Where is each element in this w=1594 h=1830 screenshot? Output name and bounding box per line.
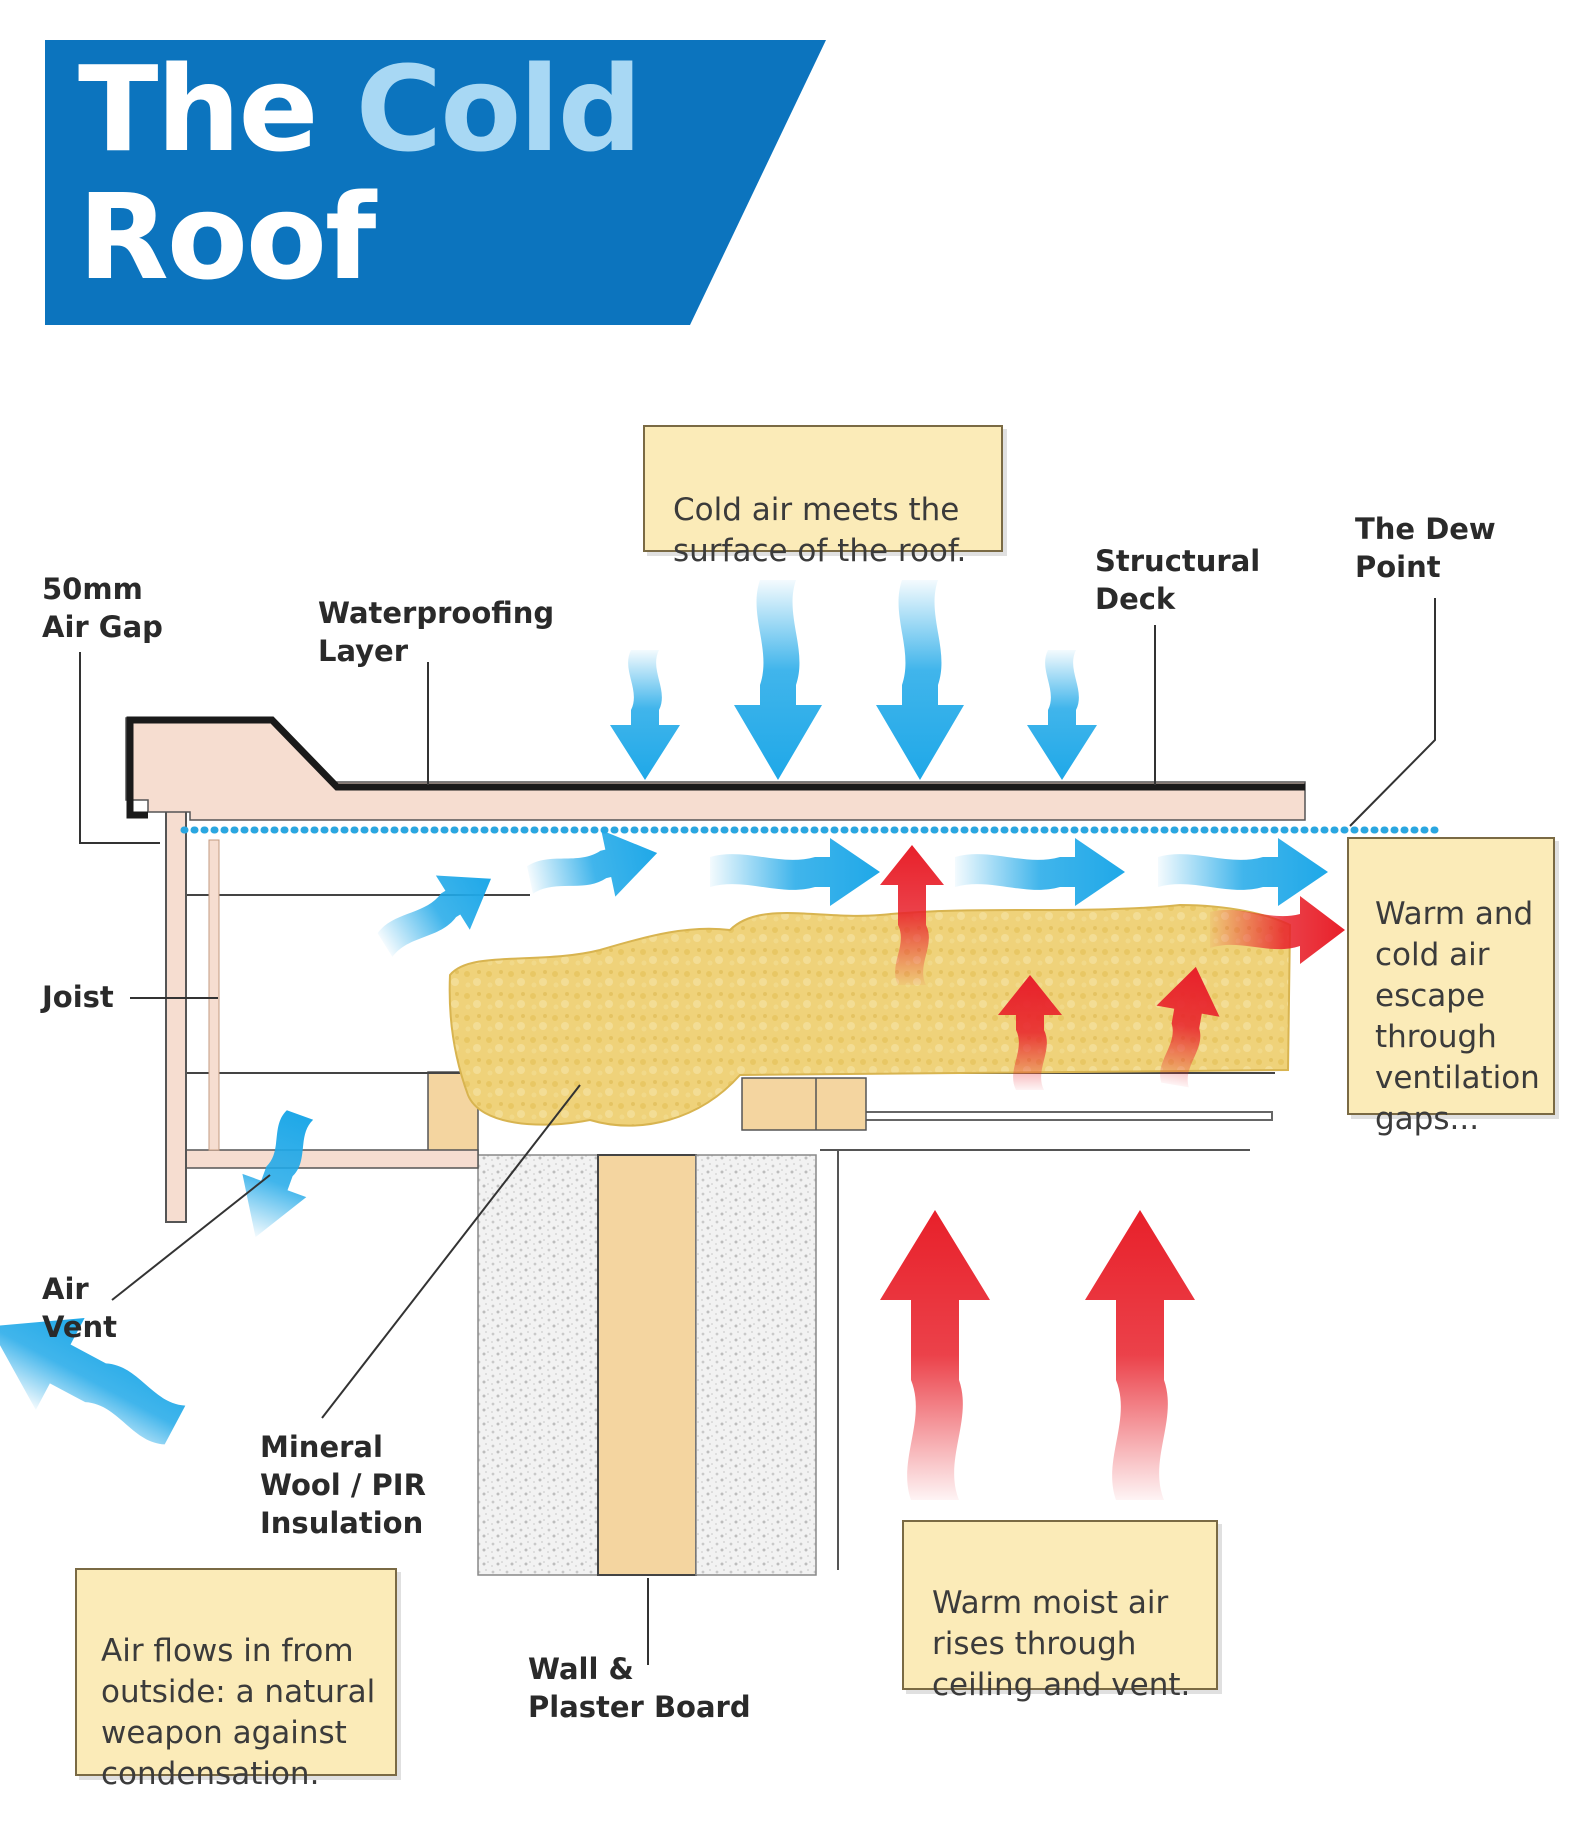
up-arrow-icon [880,1210,990,1500]
callout-escape: Warm and cold air escape through ventila… [1347,837,1555,1137]
insulation-wool [448,903,1292,1127]
title-banner [45,40,826,325]
air-gap-leader [79,652,160,844]
up-arrow-icon [242,1110,314,1238]
waterproofing-layer [126,716,1305,819]
wall-plaster-left [477,1154,599,1576]
title-part2: Roof [78,168,376,306]
down-arrow-icon [610,650,680,780]
right-arrow-icon [377,875,492,957]
callout-air-flows: Air flows in from outside: a natural wea… [75,1568,397,1792]
wall-plaster-right [695,1154,817,1576]
right-arrow-icon [1210,896,1345,964]
leader-lines [79,598,1436,1665]
label-air-vent: Air Vent [42,1272,118,1344]
right-arrow-icon [710,838,880,906]
ceiling-board [819,1111,1273,1121]
timber-block [741,1077,867,1131]
structural-deck [125,717,1306,821]
wall-stud [597,1154,697,1576]
title-accent: Cold [355,40,643,178]
title-part1: The [78,40,319,178]
joist [208,839,220,1151]
callout-escape-text: Warm and cold air escape through ventila… [1375,896,1540,1137]
right-arrow-icon [955,838,1125,906]
label-dew-point: The Dew Point [1355,512,1496,584]
up-arrow-icon [0,1318,186,1445]
up-arrow-icon [998,975,1062,1090]
up-arrow-icon [1085,1210,1195,1500]
down-arrow-icon [876,580,964,780]
dew-point-leader [1349,598,1436,827]
callout-warm-moist-text: Warm moist air rises through ceiling and… [932,1585,1191,1703]
right-arrow-icon [527,830,658,897]
page-title: The Cold Roof [78,45,642,301]
fascia-board [165,751,187,1223]
label-joist: Joist [42,980,114,1014]
right-arrow-icon [1158,838,1328,906]
up-arrow-icon [1156,966,1220,1088]
label-air-gap: 50mm Air Gap [42,572,163,644]
up-arrow-icon [880,845,944,985]
label-insulation: Mineral Wool / PIR Insulation [260,1430,426,1540]
down-arrow-icon [1027,650,1097,780]
insulation-leader [321,1084,581,1419]
air-vent-leader [111,1174,271,1301]
callout-cold-air-text: Cold air meets the surface of the roof. [673,492,967,569]
callout-air-flows-text: Air flows in from outside: a natural wea… [101,1633,376,1792]
label-wall: Wall & Plaster Board [528,1652,751,1724]
wall-plate [185,1149,479,1169]
down-arrow-icon [734,580,822,780]
label-waterproofing: Waterproofing Layer [318,596,555,668]
label-structural-deck: Structural Deck [1095,544,1261,616]
callout-warm-moist: Warm moist air rises through ceiling and… [902,1520,1218,1703]
callout-cold-air: Cold air meets the surface of the roof. [643,425,1003,569]
